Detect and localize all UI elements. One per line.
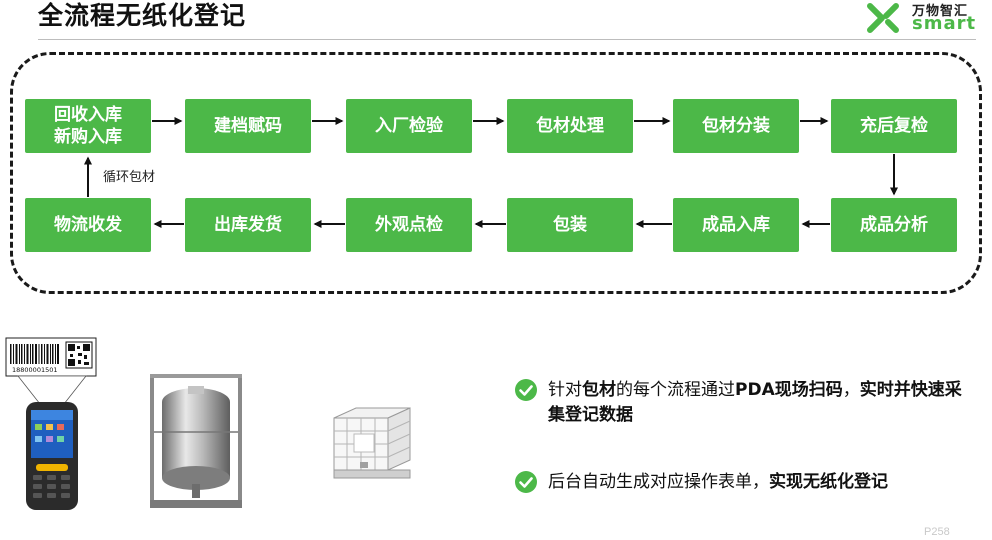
logo-en-text: smart (912, 13, 977, 34)
check-circle-icon (515, 471, 537, 493)
check-circle-icon (515, 379, 537, 401)
node-outbound-shipping: 出库发货 (185, 198, 311, 252)
bullet-text-pda: 针对包材的每个流程通过PDA现场扫码，实时并快速采集登记数据 (548, 380, 962, 425)
bullet-item-paperless: 后台自动生成对应操作表单，实现无纸化登记 (514, 470, 978, 495)
node-appearance-check: 外观点检 (346, 198, 472, 252)
barcode-image (10, 344, 59, 364)
qr-code-image (65, 341, 93, 369)
node-incoming-inspection: 入厂检验 (346, 99, 472, 153)
barcode-number: 18800001501 (12, 366, 58, 374)
logo-x-icon (867, 3, 899, 33)
bullet-text-paperless: 后台自动生成对应操作表单，实现无纸化登记 (548, 472, 888, 492)
loop-label: 循环包材 (103, 170, 156, 185)
node-packaging-processing: 包材处理 (507, 99, 633, 153)
page-number: P258 (924, 526, 950, 538)
pda-scanner-image: 18800001501 (5, 337, 97, 510)
node-finished-goods-analysis: 成品分析 (831, 198, 957, 252)
node-recycle-purchase-inbound: 回收入库 新购入库 (25, 99, 151, 153)
title-divider (38, 39, 976, 40)
node-post-fill-recheck: 充后复检 (831, 99, 957, 153)
page-title: 全流程无纸化登记 (38, 1, 247, 30)
node-finished-goods-inbound: 成品入库 (673, 198, 799, 252)
node-packaging-filling: 包材分装 (673, 99, 799, 153)
node-archive-coding: 建档赋码 (185, 99, 311, 153)
brand-logo: 万物智汇 smart (866, 0, 978, 36)
node-packing: 包装 (507, 198, 633, 252)
process-flow-frame (10, 52, 982, 294)
node-logistics: 物流收发 (25, 198, 151, 252)
ibc-tote-image (333, 407, 411, 479)
logo-cn-text: 万物智汇 (912, 4, 969, 19)
stainless-tank-image (150, 374, 242, 508)
bullet-item-pda: 针对包材的每个流程通过PDA现场扫码，实时并快速采集登记数据 (514, 378, 978, 428)
